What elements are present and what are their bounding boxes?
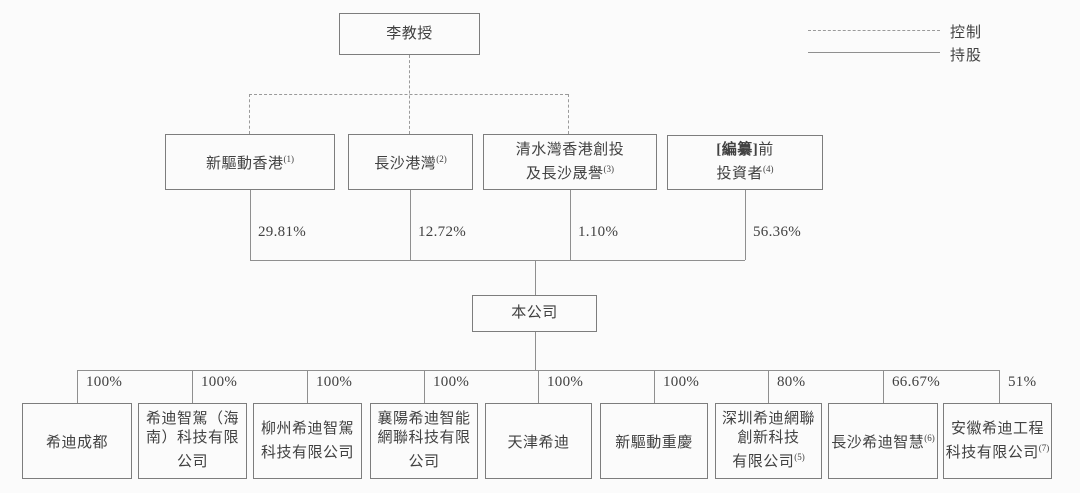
shareholder-label: 新驅動香港(1) [205,154,295,172]
subsidiary-box-changsha-cidi-zhihui: 長沙希迪智慧(6) [828,403,938,479]
sub-drop-9 [999,370,1000,403]
subsidiary-box-tianjin-cidi: 天津希迪 [485,403,592,479]
pct-label-sub-9: 51% [1008,374,1037,390]
share-line-drop-4 [745,190,746,260]
pct-label-sub-8: 66.67% [892,374,941,390]
subsidiary-label: 新驅動重慶 [615,435,693,451]
company-down-line [535,332,536,370]
subsidiary-box-cidi-chengdu: 希迪成都 [22,403,132,479]
pct-label-sub-6: 100% [663,374,700,390]
pct-label-xindrive-hk: 29.81% [258,224,307,240]
subsidiary-box-xiangyang-cidi: 襄陽希迪智能 網聯科技有限 公司 [370,403,478,479]
pct-label-sub-1: 100% [86,374,123,390]
sub-drop-3 [307,370,308,403]
legend-control-line [808,30,940,31]
shareholder-label: 長沙港灣(2) [374,154,447,172]
shareholder-label: 清水灣香港創投 及長沙晟譽(3) [515,141,625,182]
legend-shareholding-line [808,52,940,53]
footnote-sup-7: (7) [1038,442,1050,453]
person-box-professor-li: 李教授 [339,13,480,55]
control-connector-drop-3 [568,94,569,134]
share-line-to-company [535,260,536,296]
shareholder-box-pre-investors: [編纂]前投資者(4) [667,135,823,190]
control-connector-horizontal [249,94,568,95]
subsidiary-label: 希迪成都 [45,435,108,451]
subsidiary-box-anhui-cidi: 安徽希迪工程 科技有限公司(7) [943,403,1052,479]
footnote-sup-5: (5) [794,452,805,462]
control-connector-drop-1 [249,94,250,134]
sub-drop-8 [883,370,884,403]
legend-control-label: 控制 [950,25,983,41]
share-line-bus-top [250,260,745,261]
sub-drop-2 [192,370,193,403]
pct-label-sub-7: 80% [777,374,806,390]
subsidiary-label: 深圳希迪網聯 創新科技 有限公司(5) [721,411,815,470]
person-label: 李教授 [386,25,433,42]
shareholder-box-xindrive-hk: 新驅動香港(1) [165,134,335,190]
pct-label-sub-5: 100% [547,374,584,390]
legend-shareholding-label: 持股 [950,48,983,64]
footnote-sup-2: (2) [436,154,447,164]
subsidiary-label: 天津希迪 [507,435,570,451]
subsidiary-label: 柳州希迪智駕 科技有限公司 [260,420,354,461]
subsidiary-label: 長沙希迪智慧(6) [831,433,935,451]
pct-label-sub-3: 100% [316,374,353,390]
redaction-tag: [編纂] [716,142,759,158]
subsidiary-label: 襄陽希迪智能 網聯科技有限 公司 [377,411,471,470]
sub-drop-4 [424,370,425,403]
shareholder-box-changsha-gangwan: 長沙港灣(2) [348,134,473,190]
share-line-drop-3 [570,190,571,260]
shareholder-label: [編纂]前投資者(4) [716,142,774,182]
footnote-sup-6: (6) [924,433,935,443]
subsidiary-box-shenzhen-cidi: 深圳希迪網聯 創新科技 有限公司(5) [715,403,822,479]
footnote-sup-3: (3) [603,163,615,174]
share-line-drop-2 [410,190,411,260]
pct-label-changsha-gangwan: 12.72% [418,224,467,240]
subsidiary-box-xindrive-chongqing: 新驅動重慶 [600,403,708,479]
footnote-sup-1: (1) [283,154,295,164]
sub-drop-6 [654,370,655,403]
company-label: 本公司 [511,305,558,321]
shareholder-box-qingshuiwan: 清水灣香港創投 及長沙晟譽(3) [483,134,657,190]
sub-drop-7 [768,370,769,403]
footnote-sup-4: (4) [763,164,774,174]
subsidiary-label: 希迪智駕（海 南）科技有限 公司 [145,411,239,470]
subsidiary-box-cidi-hainan: 希迪智駕（海 南）科技有限 公司 [138,403,247,479]
subsidiary-label: 安徽希迪工程 科技有限公司(7) [945,420,1050,461]
subsidiary-box-liuzhou-cidi: 柳州希迪智駕 科技有限公司 [253,403,362,479]
share-line-drop-1 [250,190,251,260]
pct-label-sub-4: 100% [433,374,470,390]
sub-drop-1 [77,370,78,403]
pct-label-sub-2: 100% [201,374,238,390]
pct-label-qingshuiwan: 1.10% [578,224,619,240]
sub-drop-5 [538,370,539,403]
pct-label-pre-investors: 56.36% [753,224,802,240]
company-box: 本公司 [472,295,597,332]
